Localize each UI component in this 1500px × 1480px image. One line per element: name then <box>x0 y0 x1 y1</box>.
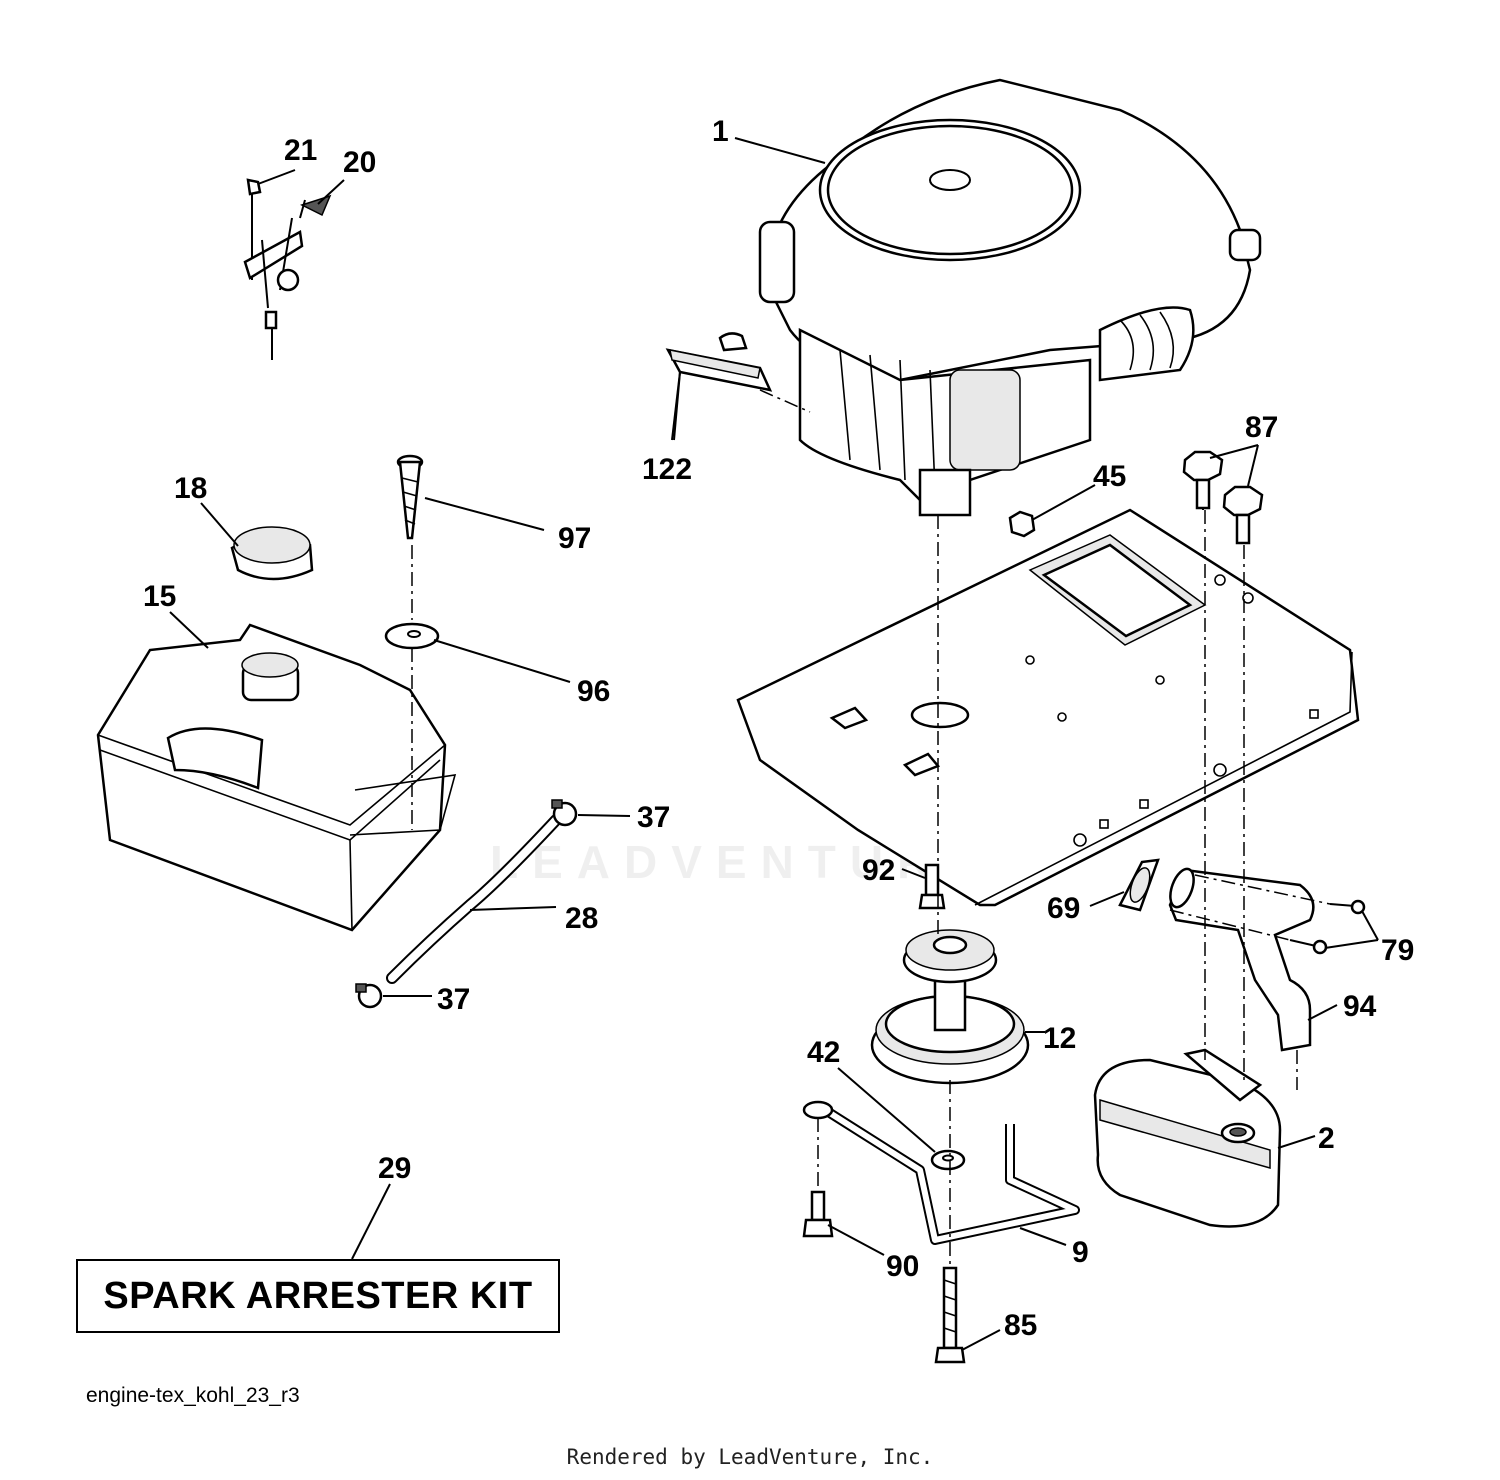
label-part-122: 122 <box>642 453 692 486</box>
rendered-by-footer: Rendered by LeadVenture, Inc. <box>566 1445 934 1469</box>
gasket-69 <box>1118 858 1160 912</box>
pulley-12 <box>870 929 1030 1085</box>
label-part-92: 92 <box>862 854 895 887</box>
label-part-79: 79 <box>1381 934 1414 967</box>
screws-79 <box>1289 899 1366 955</box>
label-part-18: 18 <box>174 472 207 505</box>
throttle-control <box>243 178 332 360</box>
nut-45 <box>1008 510 1036 538</box>
label-part-69: 69 <box>1047 892 1080 925</box>
bolt-90 <box>802 1190 834 1238</box>
label-part-20: 20 <box>343 146 376 179</box>
screw-97 <box>396 454 424 540</box>
bracket-9 <box>802 1100 1080 1245</box>
muffler-2 <box>1093 1048 1282 1228</box>
label-part-94: 94 <box>1343 990 1377 1023</box>
fuel-line-28 <box>386 814 562 984</box>
label-part-90: 90 <box>886 1250 919 1283</box>
label-part-96: 96 <box>577 675 610 708</box>
label-part-12: 12 <box>1043 1022 1076 1055</box>
label-part-15: 15 <box>143 580 176 613</box>
bolt-85 <box>934 1266 966 1364</box>
label-part-21: 21 <box>284 134 317 167</box>
fuel-cap-18 <box>230 526 314 581</box>
label-part-37-upper: 37 <box>637 801 670 834</box>
label-part-28: 28 <box>565 902 598 935</box>
label-part-97: 97 <box>558 522 591 555</box>
part-122-bracket <box>665 332 773 441</box>
clamp-37-lower <box>355 983 383 1009</box>
assembly-centerlines <box>411 389 1331 1265</box>
fuel-tank-15 <box>96 623 457 932</box>
spark-arrester-kit-label: SPARK ARRESTER KIT <box>103 1274 533 1317</box>
bolts-87 <box>1182 450 1264 545</box>
chassis-frame <box>736 508 1360 907</box>
label-part-87: 87 <box>1245 411 1278 444</box>
exhaust-pipe-94 <box>1168 867 1315 1052</box>
spark-arrester-kit-box: SPARK ARRESTER KIT <box>76 1259 560 1333</box>
label-part-9: 9 <box>1072 1236 1089 1269</box>
label-part-37-lower: 37 <box>437 983 470 1016</box>
label-part-42: 42 <box>807 1036 840 1069</box>
washer-42 <box>930 1149 966 1171</box>
label-part-85: 85 <box>1004 1309 1037 1342</box>
washer-96 <box>384 622 440 650</box>
label-part-1: 1 <box>712 115 729 148</box>
engine <box>758 78 1262 517</box>
part-labels: 1 2 9 12 15 18 20 21 28 29 37 37 42 45 6… <box>143 115 1414 1342</box>
clamp-37-upper <box>551 799 578 827</box>
label-part-45: 45 <box>1093 460 1126 493</box>
leader-lines <box>169 137 1379 1351</box>
drawing-id: engine-tex_kohl_23_r3 <box>86 1384 300 1407</box>
label-part-2: 2 <box>1318 1122 1335 1155</box>
label-part-29: 29 <box>378 1152 411 1185</box>
